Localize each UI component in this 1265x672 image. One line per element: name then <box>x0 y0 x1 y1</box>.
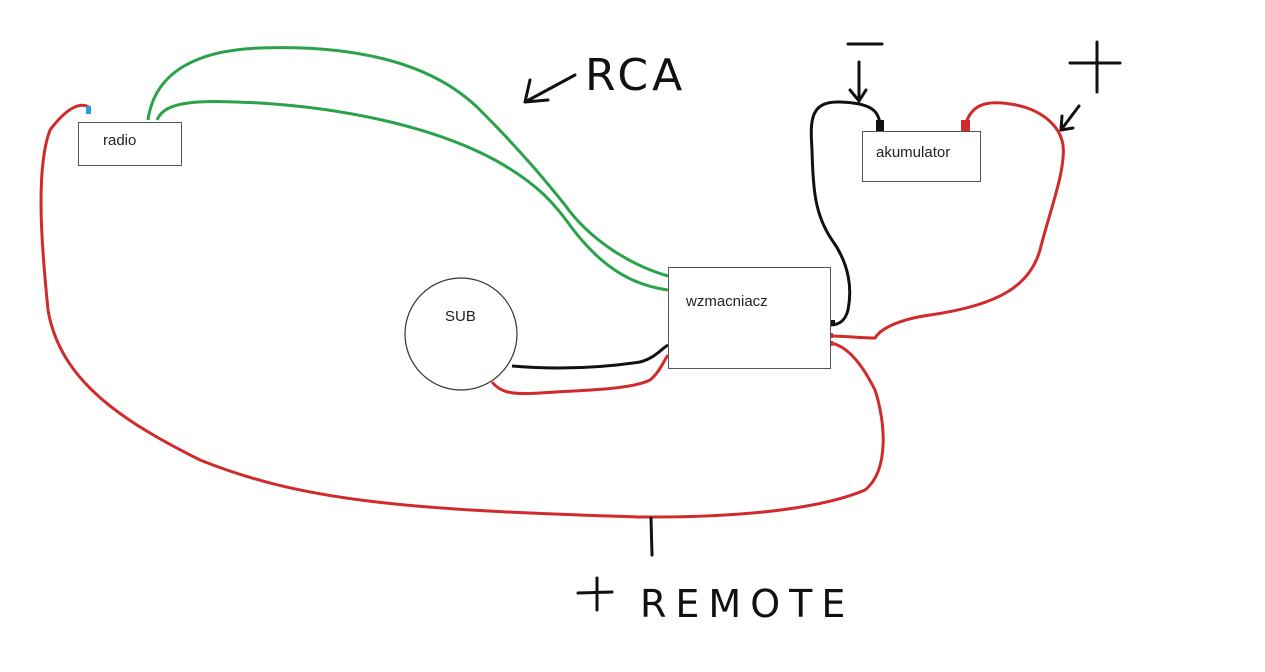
remote-annotation: REMOTE <box>640 582 855 626</box>
remote-plus-icon <box>576 576 614 612</box>
amp-ground-terminal <box>829 320 835 326</box>
battery-positive-terminal <box>961 120 970 131</box>
subwoofer-label: SUB <box>445 308 476 325</box>
battery-label: akumulator <box>876 144 951 161</box>
subwoofer-circle <box>404 277 518 391</box>
battery-box: akumulator <box>862 131 981 182</box>
radio-box: radio <box>78 122 182 166</box>
radio-label: radio <box>103 132 137 149</box>
radio-remote-terminal <box>86 106 91 114</box>
speaker-wire-negative <box>511 343 669 370</box>
plus-arrow-icon <box>1059 104 1081 132</box>
rca-cable-2 <box>155 100 669 292</box>
power-ground-wire <box>809 100 882 327</box>
rca-cable-1 <box>146 46 669 278</box>
power-positive-wire <box>829 101 1065 340</box>
rca-annotation: RCA <box>585 50 687 101</box>
remote-pointer-line <box>649 516 654 557</box>
amplifier-label: wzmacniacz <box>686 293 768 310</box>
rca-arrow-icon <box>523 73 577 104</box>
speaker-wire-positive <box>490 354 670 396</box>
amplifier-box: wzmacniacz <box>668 267 831 369</box>
remote-wire <box>39 103 885 519</box>
minus-arrow-icon <box>848 60 868 104</box>
plus-sign-icon <box>1068 40 1122 94</box>
battery-negative-terminal <box>876 120 884 131</box>
